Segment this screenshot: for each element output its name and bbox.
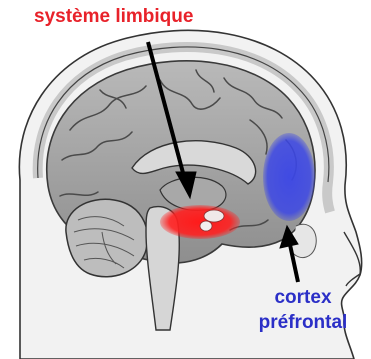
prefrontal-highlight bbox=[263, 133, 315, 221]
limbic-highlight bbox=[160, 205, 240, 239]
prefrontal-cortex-label-line1: cortex bbox=[248, 287, 358, 309]
prefrontal-cortex-label-line2: préfrontal bbox=[248, 312, 358, 334]
cerebellum bbox=[66, 199, 148, 276]
limbic-system-label: système limbique bbox=[34, 6, 193, 28]
